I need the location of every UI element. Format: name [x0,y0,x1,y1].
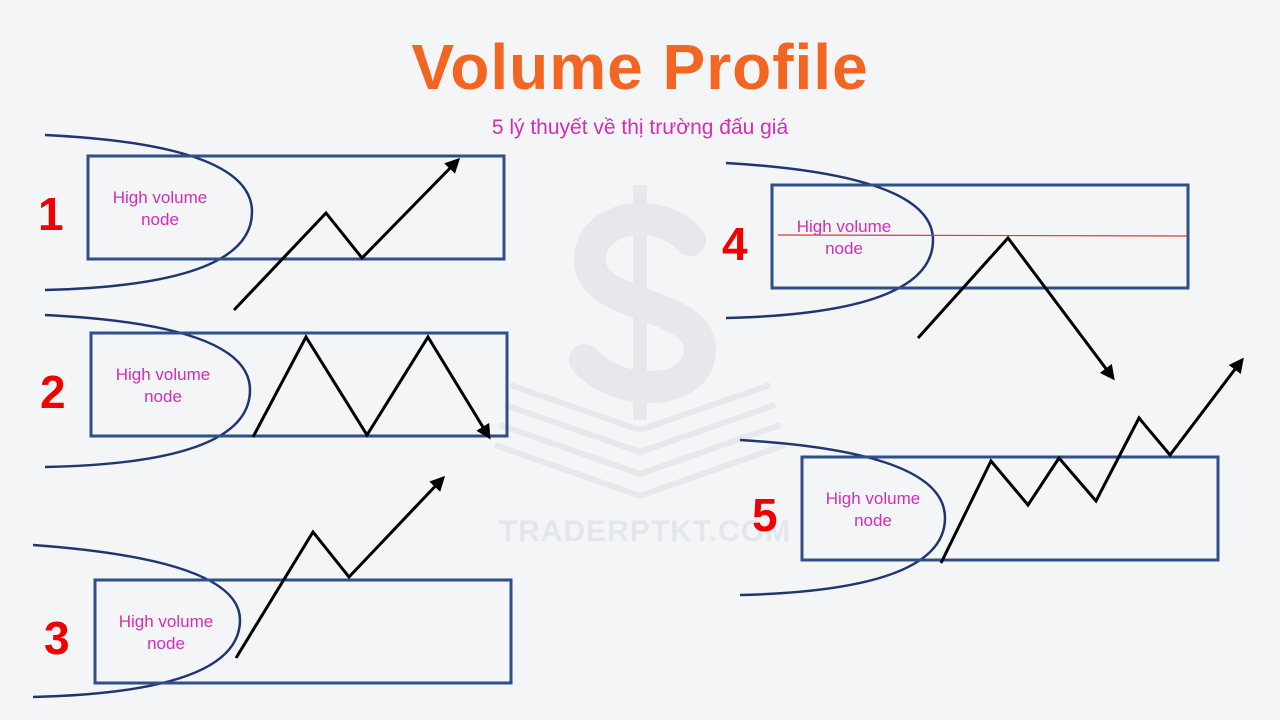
node-label-line1: High volume [113,188,208,207]
high-volume-box [93,578,513,685]
book-icon [494,382,786,500]
scenario-number: 2 [40,366,66,418]
watermark: TRADERPTKT.COM [494,185,791,548]
node-label-line2: node [854,511,892,530]
scenario-number: 5 [752,489,778,541]
dollar-icon [569,185,717,420]
price-arrow [232,157,461,312]
price-arrow [939,357,1244,564]
node-label-line1: High volume [826,489,921,508]
scenario-5: 5 High volume node [739,357,1244,597]
node-label-line2: node [141,210,179,229]
page-title: Volume Profile [411,31,869,103]
price-arrow [234,475,446,659]
page-subtitle: 5 lý thuyết về thị trường đấu giá [491,116,789,139]
scenario-4: 4 High volume node [722,161,1190,381]
node-label-line1: High volume [797,217,892,236]
volume-curve [32,543,242,699]
volume-curve [725,161,935,320]
scenario-number: 3 [44,612,70,664]
reference-line [777,234,1188,237]
node-label-line1: High volume [116,365,211,384]
high-volume-box [89,331,509,438]
scenario-number: 1 [38,188,64,240]
node-label-line2: node [825,239,863,258]
scenario-number: 4 [722,218,748,270]
scenario-3: 3 High volume node [32,475,513,699]
high-volume-box [800,455,1220,562]
scenario-2: 2 High volume node [40,313,509,469]
node-label-line1: High volume [119,612,214,631]
node-label-line2: node [147,634,185,653]
volume-curve [44,313,252,469]
volume-curve [44,133,254,292]
scenario-1: 1 High volume node [38,133,506,312]
price-arrow [251,333,491,440]
price-arrow [916,235,1115,381]
volume-curve [739,438,947,597]
node-label-line2: node [144,387,182,406]
high-volume-box [86,154,506,261]
high-volume-box [770,183,1190,290]
watermark-text: TRADERPTKT.COM [499,515,791,548]
